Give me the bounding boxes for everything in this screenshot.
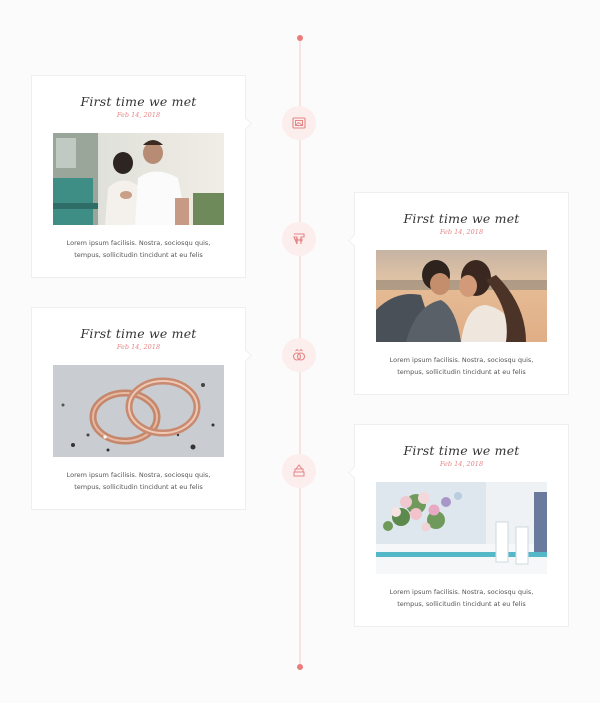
- card-title: First time we met: [80, 326, 197, 341]
- cake-icon: [282, 454, 316, 488]
- card-date: Feb 14, 2018: [116, 111, 161, 119]
- timeline-card: First time we met Feb 14, 2018 Lorem ips…: [348, 192, 569, 395]
- timeline-card: First time we met Feb 14, 2018 Lorem ips…: [348, 424, 569, 627]
- card-text: Lorem ipsum facilisis. Nostra, sociosqu …: [66, 471, 211, 491]
- timeline-card: First time we met Feb 14, 2018 Lorem ips…: [31, 307, 252, 510]
- card-date: Feb 14, 2018: [116, 343, 161, 351]
- card-date: Feb 14, 2018: [439, 460, 484, 468]
- couple-icon: [282, 222, 316, 256]
- card-date: Feb 14, 2018: [439, 228, 484, 236]
- card-title: First time we met: [80, 94, 197, 109]
- card-text: Lorem ipsum facilisis. Nostra, sociosqu …: [389, 356, 534, 376]
- card-title: First time we met: [403, 211, 520, 226]
- timeline-start-dot: [297, 35, 303, 41]
- card-text: Lorem ipsum facilisis. Nostra, sociosqu …: [66, 239, 211, 259]
- wedding-rings-photo: [53, 365, 224, 457]
- card-text: Lorem ipsum facilisis. Nostra, sociosqu …: [389, 588, 534, 608]
- couple-kissing-at-harbor-photo: [376, 250, 547, 342]
- timeline-end-dot: [297, 664, 303, 670]
- card-title: First time we met: [403, 443, 520, 458]
- rings-icon: [282, 338, 316, 372]
- couple-by-van-photo: [53, 133, 224, 225]
- timeline-card: First time we met Feb 14, 2018 Lorem ips…: [31, 75, 252, 278]
- flower-bouquet-table-photo: [376, 482, 547, 574]
- photo-frame-icon: [282, 106, 316, 140]
